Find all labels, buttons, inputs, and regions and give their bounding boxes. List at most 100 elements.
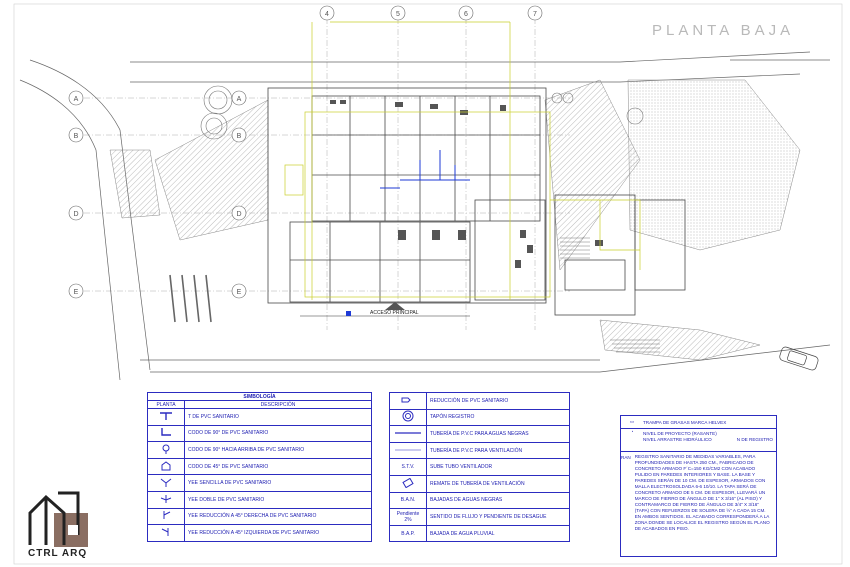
legend-label: BAJADAS DE AGUAS NEGRAS <box>426 491 570 510</box>
wye-left-icon <box>161 527 169 536</box>
elbow-90-icon <box>161 428 171 437</box>
level-icon: ◔ <box>630 429 634 434</box>
grid-row-label: D <box>73 211 78 218</box>
register-specification: REGISTRO SANITARIO DE MEDIDAS VARIABLES,… <box>634 454 770 531</box>
grid-col-5 <box>390 5 406 21</box>
legend-row: B.A.P. BAJADA DE AGUA PLUVIAL <box>389 524 570 543</box>
tee-icon <box>160 412 172 420</box>
register-cap-icon <box>402 410 414 422</box>
legend-row: TAPÓN REGISTRO <box>389 408 570 427</box>
reducer-icon <box>401 397 411 403</box>
legend-label: REMATE DE TUBERÍA DE VENTILACIÓN <box>426 474 570 493</box>
building <box>267 87 686 316</box>
wye-single-icon <box>160 478 172 488</box>
grid-row-d <box>68 205 84 221</box>
drawing-title: PLANTA BAJA <box>652 22 795 39</box>
brand-name: CTRL ARQ <box>28 548 88 559</box>
black-water-pipe-icon <box>395 432 421 434</box>
legend-col-desc: DESCRIPCIÓN <box>184 400 372 409</box>
grid-col-label: 4 <box>325 11 329 18</box>
legend-row: TUBERÍA DE P.V.C PARA AGUAS NEGRAS <box>389 425 570 443</box>
legend-label: TUBERÍA DE P.V.C PARA VENTILACIÓN <box>426 441 570 460</box>
legend-row: TUBERÍA DE P.V.C PARA VENTILACIÓN <box>389 441 570 460</box>
grid-row-label: A <box>74 96 79 103</box>
legend-col-plan: PLANTA <box>147 400 185 409</box>
legend-label: BAJADA DE AGUA PLUVIAL <box>426 524 570 543</box>
legend-label: YEE SENCILLA DE PVC SANITARIO <box>184 474 372 492</box>
legend-label: REDUCCIÓN DE PVC SANITARIO <box>426 392 570 410</box>
legend-row: YEE REDUCCIÓN A 45° IZQUIERDA DE PVC SAN… <box>147 524 372 542</box>
legend-row: YEE SENCILLA DE PVC SANITARIO <box>147 474 372 492</box>
legend-label: YEE REDUCCIÓN A 45° IZQUIERDA DE PVC SAN… <box>184 524 372 542</box>
grease-trap-label: TRAMPA DE GRASAS MARCA HELVEX <box>643 419 727 425</box>
legend-row: T DE PVC SANITARIO <box>147 408 372 426</box>
grid-row-label: B <box>237 133 242 140</box>
grid-row-e-inner <box>231 283 247 299</box>
levels-row: ◔ NIVEL DE PROYECTO (RASANTE) NIVEL ARRA… <box>621 429 776 452</box>
landscape-right <box>627 79 801 251</box>
brand-logo <box>28 491 88 547</box>
legend-table-left: SIMBOLOGÍA PLANTA DESCRIPCIÓN T DE PVC S… <box>147 392 372 542</box>
vent-riser-icon: S.T.V. <box>401 464 415 471</box>
car-icon <box>779 346 819 371</box>
flow-direction-icon: Pendiente 2% <box>396 510 420 523</box>
stairs <box>560 237 660 353</box>
grid-col-label: 6 <box>464 11 468 18</box>
legend-table-right: REDUCCIÓN DE PVC SANITARIO TAPÓN REGISTR… <box>389 392 570 543</box>
grease-trap-icon: ▭ <box>629 419 635 424</box>
legend-label: TUBERÍA DE P.V.C PARA AGUAS NEGRAS <box>426 425 570 443</box>
fixtures <box>330 100 603 268</box>
legend-row: S.T.V. SUBE TUBO VENTILADOR <box>389 458 570 476</box>
landscape-left <box>154 99 269 241</box>
grid-axes <box>84 18 570 330</box>
grid-row-b <box>68 127 84 143</box>
legend-label: YEE DOBLE DE PVC SANITARIO <box>184 490 372 509</box>
legend-row: B.A.N. BAJADAS DE AGUAS NEGRAS <box>389 491 570 510</box>
grid-row-label: E <box>74 289 79 296</box>
landscape-bottom-right <box>599 319 761 361</box>
project-level-label: NIVEL DE PROYECTO (RASANTE) <box>643 431 717 436</box>
grid-row-d-inner <box>231 205 247 221</box>
grid-col-6 <box>458 5 474 21</box>
grid-row-e <box>68 283 84 299</box>
grid-col-7 <box>527 5 543 21</box>
legend-label: CODO DE 90° DE PVC SANITARIO <box>184 424 372 443</box>
grid-row-b-inner <box>231 127 247 143</box>
grid-col-label: 7 <box>533 11 537 18</box>
legend-label: SENTIDO DE FLUJO Y PENDIENTE DE DESAGUE <box>426 508 570 526</box>
grease-trap-row: ▭ TRAMPA DE GRASAS MARCA HELVEX <box>621 416 776 429</box>
legend-row: YEE REDUCCIÓN A 45° DERECHA DE PVC SANIT… <box>147 507 372 526</box>
legend-row: CODO DE 90° HACIA ARRIBA DE PVC SANITARI… <box>147 441 372 459</box>
vent-cap-icon <box>402 477 414 489</box>
ran-symbol: RAN <box>621 455 631 460</box>
row-markers <box>68 90 247 299</box>
main-access-label: ACCESO PRINCIPAL <box>370 310 419 316</box>
grid-row-a-inner <box>231 90 247 106</box>
legend-row: REMATE DE TUBERÍA DE VENTILACIÓN <box>389 474 570 493</box>
legend-row: CODO DE 45° DE PVC SANITARIO <box>147 457 372 476</box>
parking-area <box>109 149 161 219</box>
hydraulic-level-label: NIVEL ARRASTRE HIDRÁULICO <box>643 437 712 442</box>
vent-pipe-icon <box>395 449 421 450</box>
legend-row: CODO DE 90° DE PVC SANITARIO <box>147 424 372 443</box>
grid-col-label: 5 <box>396 11 400 18</box>
legend-row: Pendiente 2% SENTIDO DE FLUJO Y PENDIENT… <box>389 508 570 526</box>
legend-label: TAPÓN REGISTRO <box>426 408 570 427</box>
grid-row-label: A <box>237 96 242 103</box>
legend-row: YEE DOBLE DE PVC SANITARIO <box>147 490 372 509</box>
register-number-label: N DE REGISTRO <box>736 437 773 442</box>
legend-label: SUBE TUBO VENTILADOR <box>426 458 570 476</box>
parking-stripes <box>169 274 212 323</box>
legend-label: CODO DE 45° DE PVC SANITARIO <box>184 457 372 476</box>
site-outline <box>19 51 831 381</box>
legend-label: CODO DE 90° HACIA ARRIBA DE PVC SANITARI… <box>184 441 372 459</box>
column-markers <box>319 5 543 21</box>
legend-label: YEE REDUCCIÓN A 45° DERECHA DE PVC SANIT… <box>184 507 372 526</box>
access-arrow-icon <box>385 302 405 310</box>
register-notes: ▭ TRAMPA DE GRASAS MARCA HELVEX ◔ NIVEL … <box>620 415 777 557</box>
grid-row-label: E <box>237 289 242 296</box>
plumbing-lines <box>284 21 641 300</box>
legend-label: T DE PVC SANITARIO <box>184 408 372 426</box>
elbow-90-up-icon <box>162 444 170 454</box>
